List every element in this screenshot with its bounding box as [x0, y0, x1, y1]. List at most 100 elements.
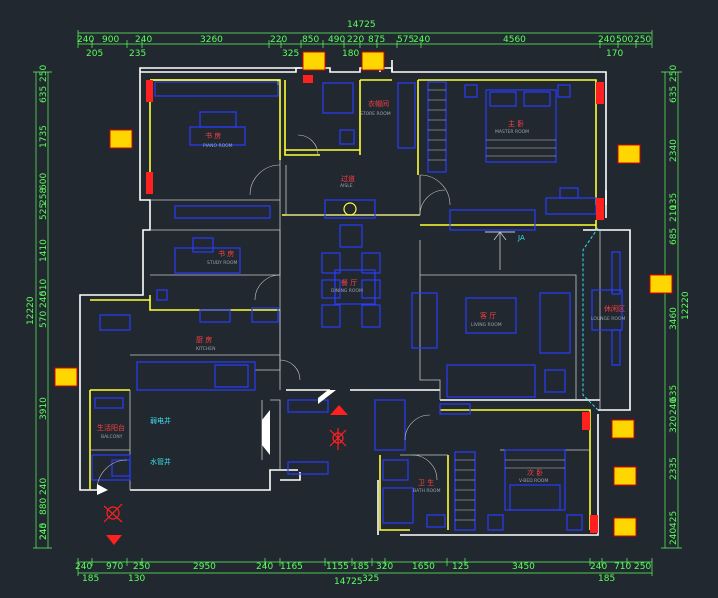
dim-top-5: 850 — [302, 35, 319, 45]
room-en-1: STORE ROOM — [360, 111, 391, 117]
room-en-0: PIANO ROOM — [203, 143, 233, 149]
dim-bot2-3: 185 — [598, 574, 615, 584]
dim-left-0: 250 — [39, 65, 49, 82]
room-label-6: 客 厅 — [480, 311, 496, 320]
wardrobes — [428, 89, 565, 521]
dim-right-1: 635 — [669, 86, 679, 103]
right-total-dim: 12220 — [681, 291, 691, 320]
entry-door-leaf — [262, 410, 270, 455]
dim-left-8: 240 — [39, 291, 49, 308]
room-en-4: STUDY ROOM — [207, 260, 238, 266]
dim-top-9: 575 — [397, 35, 414, 45]
dim-top-7: 220 — [347, 35, 364, 45]
dim-top-3: 3260 — [200, 35, 223, 45]
dim-top-0: 240 — [77, 35, 94, 45]
dim-right-7: 635 — [669, 385, 679, 402]
room-en-8: KITCHEN — [196, 346, 216, 352]
dim-left-3: 600 — [39, 173, 49, 190]
left-total-dim: 12220 — [26, 296, 36, 325]
dim-left-1: 635 — [39, 86, 49, 103]
room-label-7: 休闲区 — [604, 304, 625, 313]
dim-top2-3: 180 — [342, 49, 359, 59]
room-labels: 书 房 PIANO ROOM 衣帽间 STORE ROOM 主 卧 MASTER… — [97, 99, 626, 494]
room-label-0: 书 房 — [205, 131, 221, 140]
room-en-7: LOUNGE ROOM — [591, 316, 626, 322]
room-label-1: 衣帽间 — [368, 99, 389, 108]
tv-label: JA — [517, 234, 525, 242]
room-label-2: 主 卧 — [508, 119, 524, 128]
dim-right-8: 240 — [669, 398, 679, 415]
tv-arrow-icon — [493, 231, 507, 241]
dim-bot2-2: 325 — [362, 574, 379, 584]
dim-top-6: 490 — [328, 35, 345, 45]
dim-top-14: 250 — [634, 35, 651, 45]
dim-left-12: 880 — [39, 498, 49, 515]
columns — [146, 75, 604, 533]
dim-top2-1: 235 — [129, 49, 146, 59]
dim-top-10: 240 — [413, 35, 430, 45]
sofa-icon — [446, 364, 536, 398]
dim-right-6: 3460 — [669, 307, 679, 330]
dim-top2-2: 325 — [282, 49, 299, 59]
dim-bot-14: 250 — [634, 562, 651, 572]
dimension-text: 14725 14725 12220 12220 — [26, 20, 691, 587]
dim-left-2: 1735 — [39, 125, 49, 148]
dim-bot-7: 185 — [352, 562, 369, 572]
water-pipe-label: 水管井 — [150, 457, 171, 466]
dim-right-4: 210 — [669, 205, 679, 222]
dim-bot-3: 2950 — [193, 562, 216, 572]
dim-right-11: 425 — [669, 511, 679, 528]
room-label-11: 次 卧 — [527, 468, 543, 477]
room-en-11: V-BED ROOM — [519, 478, 548, 484]
furniture — [91, 81, 623, 531]
dim-right-0: 250 — [669, 65, 679, 82]
dim-bot-8: 320 — [376, 562, 393, 572]
dim-top-12: 240 — [598, 35, 615, 45]
balcony-door-leaf — [97, 484, 108, 495]
dim-right-5: 685 — [669, 228, 679, 245]
room-en-10: BATH ROOM — [413, 488, 441, 494]
dim-right-3: 135 — [669, 193, 679, 210]
room-label-10: 卫 生 — [418, 478, 434, 487]
room-en-2: MASTER ROOM — [495, 129, 529, 135]
room-label-3: 过道 — [341, 174, 355, 183]
dim-left-13: 245 — [39, 523, 49, 540]
dim-top-11: 4560 — [503, 35, 526, 45]
inner-walls — [89, 79, 597, 531]
left-dimension-col: 2506351735600525258141051024057039102408… — [39, 65, 49, 540]
dim-bot-5: 1165 — [280, 562, 303, 572]
dim-top-4: 220 — [270, 35, 287, 45]
room-en-9: BALCONY — [101, 434, 123, 440]
doors — [96, 134, 451, 491]
coffee-table-icon — [465, 297, 517, 334]
room-label-4: 书 房 — [218, 249, 234, 258]
dim-bot-4: 240 — [256, 562, 273, 572]
glass-partition — [582, 227, 599, 411]
weak-current-label: 弱电井 — [150, 416, 171, 425]
dim-left-14: 240 — [39, 523, 49, 540]
dim-top-8: 875 — [368, 35, 385, 45]
room-label-8: 厨 房 — [196, 335, 212, 344]
outer-walls — [79, 60, 631, 536]
room-label-5: 餐 厅 — [341, 278, 357, 287]
dim-left-5: 258 — [39, 188, 49, 205]
room-label-9: 生活阳台 — [97, 423, 125, 432]
dim-left-11: 240 — [39, 478, 49, 495]
dim-bot-6: 1155 — [326, 562, 349, 572]
right-dimension-col: 2506352340135210685346063524032023354252… — [669, 65, 679, 545]
dim-top-2: 240 — [135, 35, 152, 45]
dim-bot-12: 240 — [590, 562, 607, 572]
person-icon — [103, 428, 347, 523]
dim-left-10: 3910 — [39, 397, 49, 420]
dim-left-4: 525 — [39, 203, 49, 220]
balcony-arrow-icon — [106, 535, 122, 545]
bottom-total-dim: 14725 — [334, 577, 363, 587]
bed-icon — [485, 89, 557, 163]
dim-bot-1: 970 — [106, 562, 123, 572]
dimension-lines — [33, 30, 682, 576]
room-en-3: AISLE — [340, 183, 353, 189]
dim-bot-10: 125 — [452, 562, 469, 572]
dim-bot-13: 710 — [614, 562, 631, 572]
